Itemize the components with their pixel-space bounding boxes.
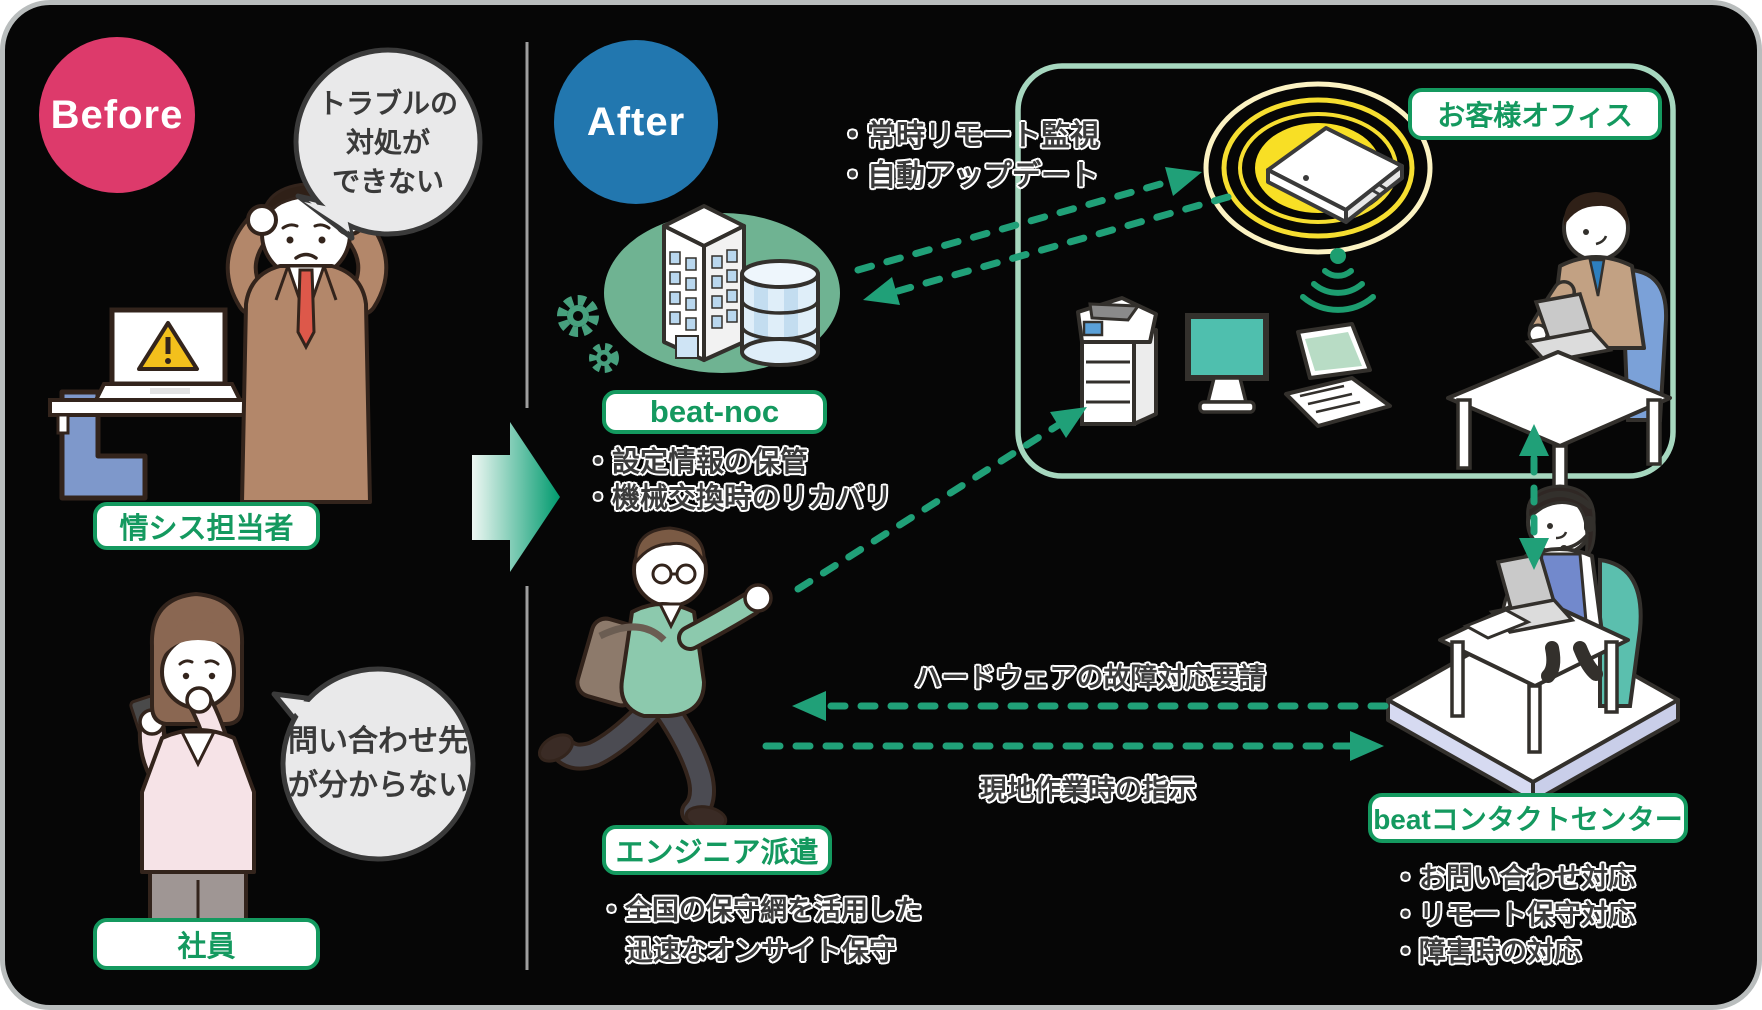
onsite-instruction-label: 現地作業時の指示 <box>980 775 1196 805</box>
gear-icon <box>557 295 599 337</box>
it-staff-speech-bubble <box>293 47 483 241</box>
employee-bubble-text: 問い合わせ先 が分からない <box>288 725 468 802</box>
contact-center-bullets: ・お問い合わせ対応 ・リモート保守対応 ・障害時の対応 <box>1392 863 1635 967</box>
beat-noc-label: beat-noc <box>602 390 827 434</box>
employee-illustration <box>129 591 256 924</box>
employee-speech-bubble <box>271 666 476 862</box>
arrow-engineer-to-office <box>794 420 1064 593</box>
transition-arrow <box>472 422 560 572</box>
warning-laptop <box>92 307 244 402</box>
arrow-router-to-noc <box>894 193 1232 295</box>
engineer-label: エンジニア派遣 <box>602 825 832 875</box>
beat-noc-bullets: ・設定情報の保管 ・機械交換時のリカバリ <box>584 446 893 513</box>
before-badge: Before <box>39 37 195 193</box>
warning-icon <box>137 321 199 371</box>
wifi-icon <box>1300 248 1376 313</box>
engineer-illustration <box>537 526 773 831</box>
monitor-illustration <box>1185 313 1269 414</box>
customer-office-label: お客様オフィス <box>1408 88 1662 140</box>
beat-noc-building <box>662 204 746 362</box>
after-badge: After <box>554 40 718 204</box>
gear-icon-small <box>589 343 619 373</box>
it-staff-label: 情シス担当者 <box>93 502 320 550</box>
arrowheads <box>792 167 1549 761</box>
contact-center-label: beatコンタクトセンター <box>1368 793 1688 843</box>
it-staff-bubble-text: トラブルの 対処が できない <box>317 87 458 197</box>
connection-arrows <box>762 177 1538 750</box>
customer-office-box <box>1015 63 1676 479</box>
monitoring-notes: ・常時リモート監視 ・自動アップデート <box>838 120 1100 192</box>
employee-label: 社員 <box>93 918 320 970</box>
router-device <box>1266 126 1404 224</box>
office-worker-illustration <box>1446 192 1672 490</box>
hardware-request-label: ハードウェアの故障対応要請 <box>914 663 1266 693</box>
beat-noc-illustration <box>557 204 840 373</box>
it-staff-illustration <box>225 182 389 504</box>
engineer-bullets: ・全国の保守網を活用した 迅速なオンサイト保守 <box>598 895 922 966</box>
after-badge-label: After <box>586 99 686 144</box>
before-badge-label: Before <box>50 92 184 137</box>
printer-illustration <box>1076 296 1158 426</box>
laptop-illustration <box>1284 322 1392 428</box>
arrow-noc-to-router <box>854 177 1175 274</box>
database-icon <box>740 259 820 367</box>
operator-illustration <box>1386 484 1680 804</box>
